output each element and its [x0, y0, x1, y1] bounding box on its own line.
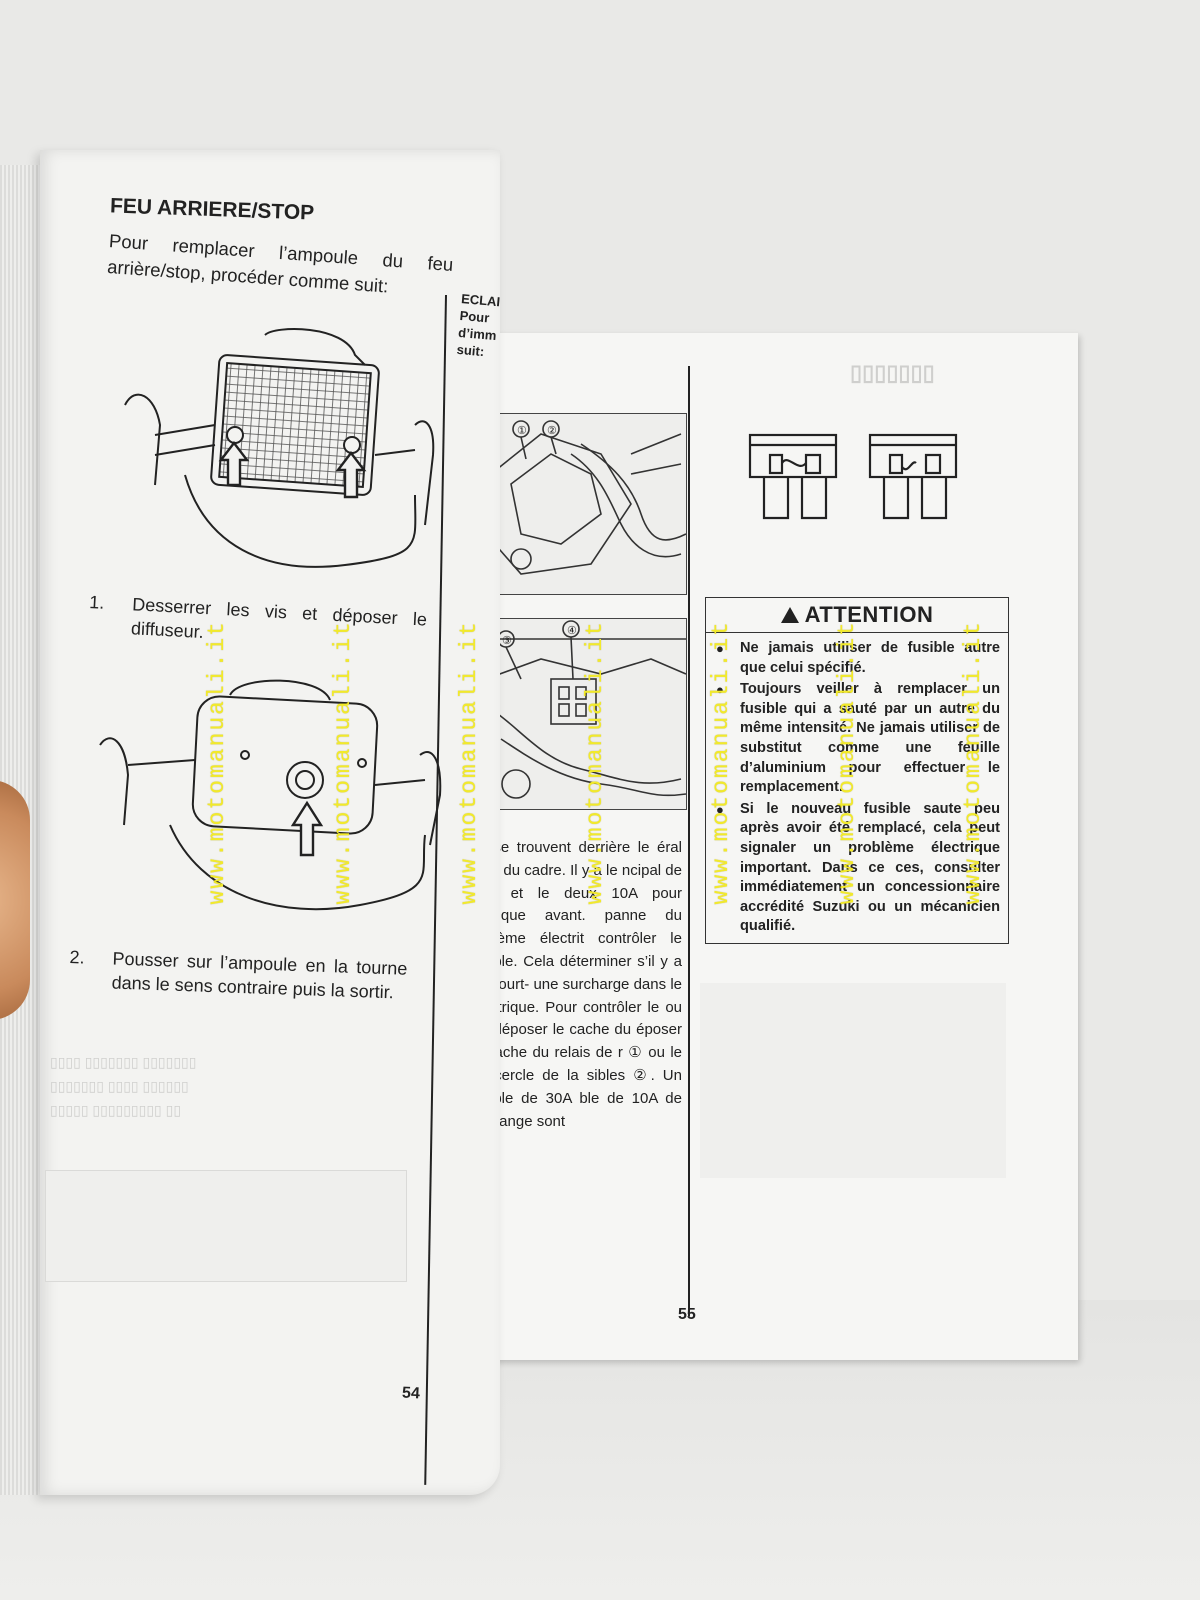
page-number-55: 55 [678, 1306, 696, 1323]
page-55: ▯▯▯▯▯▯▯ ① ② [470, 333, 1078, 1360]
section-title: FEU ARRIERE/STOP [109, 194, 315, 225]
bleed-through-heading: ▯▯▯▯▯▯▯ [850, 360, 935, 385]
bulb-removal-illustration [80, 675, 450, 925]
bleed-through-text: ▯▯▯▯ ▯▯▯▯▯▯▯ ▯▯▯▯▯▯▯▯▯▯▯▯▯▯ ▯▯▯▯ ▯▯▯▯▯▯▯… [50, 1054, 197, 1118]
attention-heading: ATTENTION [706, 598, 1008, 633]
attention-heading-text: ATTENTION [804, 602, 934, 627]
watermark: www.motomanuali.it [330, 620, 356, 905]
finger-holding-book [0, 780, 30, 1020]
callout-3: ③ [502, 635, 512, 647]
callout-4: ④ [567, 625, 577, 637]
fuse-diagram [740, 423, 980, 533]
attention-list: Ne jamais utiliser de fusible autre que … [716, 639, 1000, 937]
column-divider [688, 366, 690, 1316]
watermark: www.motomanuali.it [582, 620, 608, 905]
attention-item: Ne jamais utiliser de fusible autre que … [716, 639, 1000, 678]
watermark: www.motomanuali.it [834, 620, 860, 905]
cropped-side-column: ECLAI Pour d’imm suit: [456, 290, 500, 361]
watermark: www.motomanuali.it [204, 620, 230, 905]
callout-1: ① [517, 425, 527, 437]
attention-item: Toujours veiller à remplacer un fusible … [716, 680, 1000, 798]
page-54: FEU ARRIERE/STOP Pour remplacer l’ampoul… [40, 150, 500, 1495]
attention-item: Si le nouveau fusible saute peu après av… [716, 800, 1000, 937]
page-number-54: 54 [401, 1384, 421, 1403]
watermark: www.motomanuali.it [960, 620, 986, 905]
step-text: Pousser sur l’ampoule en la tourne dans … [111, 948, 408, 1003]
callout-2: ② [547, 425, 557, 437]
side-line: suit: [456, 341, 485, 360]
taillight-lens-illustration [115, 325, 445, 595]
fuse-location-illustration-bottom: ③ ④ [480, 618, 687, 810]
step-number: 1. [88, 591, 105, 613]
fuse-location-illustration-top: ① ② [480, 413, 687, 595]
watermark: www.motomanuali.it [708, 620, 734, 905]
fuse-instructions-text: es se trouvent derrière le éral droit du… [470, 839, 682, 1130]
watermark: www.motomanuali.it [456, 620, 482, 905]
bleed-through-warning-box [700, 983, 1006, 1178]
attention-box: ATTENTION Ne jamais utiliser de fusible … [705, 597, 1009, 944]
bleed-through-attention-box [45, 1170, 407, 1282]
step-number: 2. [69, 946, 85, 968]
step-text: Desserrer les vis et déposer le diffuseu… [130, 594, 428, 642]
intro-text: Pour remplacer l’ampoule du feu arrière/… [106, 229, 455, 297]
warning-triangle-icon [780, 607, 799, 623]
